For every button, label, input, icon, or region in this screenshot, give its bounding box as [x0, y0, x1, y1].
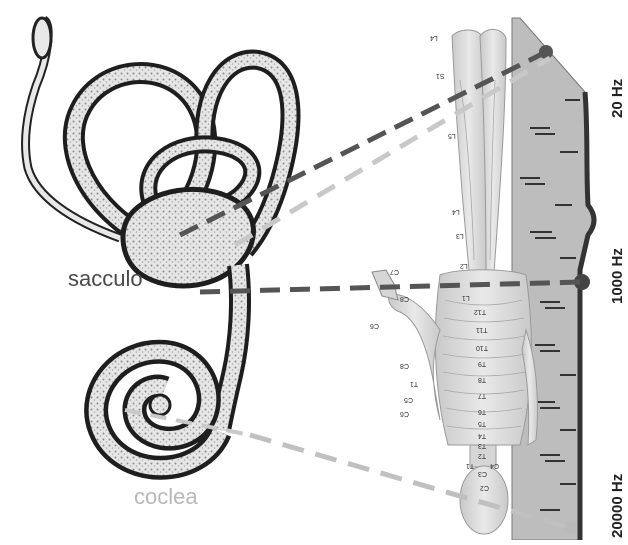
segment-label: C8	[400, 295, 409, 302]
segment-label: C7	[390, 268, 399, 275]
body-torso	[435, 270, 531, 445]
segment-label: T4	[478, 432, 486, 439]
segment-label: T9	[478, 360, 486, 367]
endolymphatic-sac	[33, 18, 51, 58]
segment-label: T6	[478, 408, 486, 415]
segment-label: T3	[478, 442, 486, 449]
segment-label: L4	[430, 34, 438, 41]
segment-label: L4	[452, 208, 460, 215]
segment-label: T7	[478, 392, 486, 399]
marker-20000hz	[563, 521, 577, 535]
label-freq-20hz: 20 Hz	[609, 79, 626, 118]
segment-label: T11	[476, 326, 488, 333]
segment-label: L2	[460, 262, 468, 269]
segment-label: T2	[478, 452, 486, 459]
segment-label: C8	[400, 362, 409, 369]
segment-label: C4	[490, 462, 499, 469]
label-freq-20000hz: 20000 Hz	[609, 474, 626, 538]
segment-label: L1	[462, 294, 470, 301]
segment-label: T5	[478, 420, 486, 427]
segment-label: L3	[456, 232, 464, 239]
segment-label: C6	[400, 410, 409, 417]
segment-label: C6	[370, 322, 379, 329]
segment-label: T1	[410, 380, 418, 387]
segment-label: T8	[478, 376, 486, 383]
segment-label: C5	[404, 396, 413, 403]
label-sacculo: sacculo	[68, 266, 143, 292]
body-arm-left	[389, 294, 440, 420]
segment-label: L5	[448, 132, 456, 139]
label-freq-1000hz: 1000 Hz	[609, 248, 626, 304]
segment-label: T1	[466, 462, 474, 469]
segment-label: T12	[474, 308, 486, 315]
body-legs	[452, 30, 486, 280]
cochlea-spiral	[96, 352, 220, 468]
segment-label: T10	[476, 344, 488, 351]
inner-ear	[26, 18, 291, 468]
label-coclea: coclea	[134, 484, 198, 510]
segment-label: C2	[480, 484, 489, 491]
segment-label: C3	[478, 470, 487, 477]
segment-label: S1	[436, 72, 445, 79]
